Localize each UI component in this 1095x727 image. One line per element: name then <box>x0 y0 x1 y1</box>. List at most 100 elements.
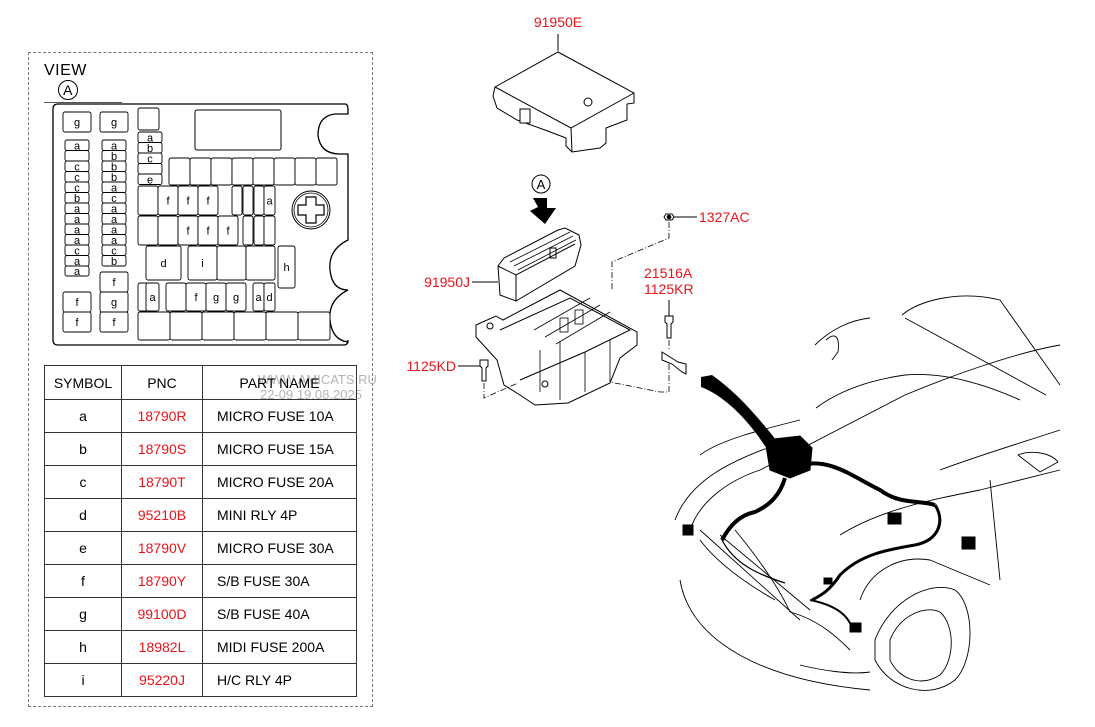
fuse-box-border <box>52 103 349 346</box>
fuse-slot-label: a <box>255 292 262 304</box>
legend-row: i 95220J H/C RLY 4P <box>44 663 357 697</box>
fuse-slot-label: g <box>111 117 117 129</box>
fuse-slot-label: d <box>160 258 166 270</box>
callout-bracket-a[interactable]: 21516A <box>644 265 693 281</box>
fuse-slot-large <box>62 311 92 333</box>
callout-bracket-b[interactable]: 1125KR <box>644 281 694 297</box>
cover-body <box>492 51 635 153</box>
fuse-slot <box>197 185 219 216</box>
fuse-slot-label: b <box>111 256 117 268</box>
fuse-slot-label: a <box>111 235 118 247</box>
fuse-slot-label: f <box>226 226 230 238</box>
fuse-slot <box>145 282 160 312</box>
fuse-slot-label: a <box>74 140 81 152</box>
legend-header-row: SYMBOL PNC PART NAME <box>44 365 357 400</box>
fuse-slot-label: h <box>283 262 289 274</box>
legend-pnc-link[interactable]: 18982L <box>121 630 203 664</box>
cover-latch <box>519 108 531 124</box>
view-a-pointer: A <box>530 174 556 224</box>
nut-dash-line <box>611 222 670 290</box>
fuse-slot-blank <box>297 311 331 341</box>
legend-part-name: MICRO FUSE 10A <box>202 399 357 433</box>
legend-symbol: b <box>44 432 122 466</box>
legend-part-name: MICRO FUSE 15A <box>202 432 357 466</box>
view-a-frame <box>28 52 373 707</box>
fuse-slot-label: d <box>266 292 272 304</box>
fuse-slot-label: f <box>75 317 79 329</box>
ground-terminal-icon <box>291 190 331 230</box>
fuse-slot-label: f <box>166 196 170 208</box>
bolt-1125kr <box>661 300 687 375</box>
fuse-slot-blank <box>231 185 243 216</box>
fuse-slot-label: f <box>206 196 210 208</box>
fuse-slot-label: a <box>74 256 81 268</box>
relay-slot <box>245 245 276 281</box>
fuse-slot-label: f <box>112 317 116 329</box>
fuse-slot <box>217 215 239 246</box>
fuse-slot-large <box>62 111 92 133</box>
fuse-slot <box>263 185 276 216</box>
fuse-slot-blank <box>242 185 254 216</box>
view-title: VIEW A <box>44 62 122 103</box>
callout-cover[interactable]: 91950E <box>534 14 582 30</box>
legend-symbol: i <box>44 663 122 697</box>
fuse-slot <box>263 282 276 312</box>
fuse-slot-label: b <box>111 161 117 173</box>
legend-pnc-link[interactable]: 95210B <box>121 498 203 532</box>
legend-row: b 18790S MICRO FUSE 15A <box>44 432 357 466</box>
vehicle-outline <box>674 295 1061 691</box>
fuse-slot-label: a <box>111 182 118 194</box>
legend-part-name: H/C RLY 4P <box>202 663 357 697</box>
micro-fuse-slot <box>137 173 163 185</box>
fuse-slot-label: a <box>111 203 118 215</box>
fuse-slot-label: c <box>111 245 117 257</box>
fuse-slot-blank <box>263 215 276 246</box>
callout-block[interactable]: 91950J <box>424 274 470 290</box>
fuse-slot-label: g <box>111 297 117 309</box>
legend-pnc-link[interactable]: 18790V <box>121 531 203 565</box>
down-arrow-icon <box>530 198 556 224</box>
fuse-slot-blank <box>315 157 338 186</box>
micro-fuse-slot <box>101 255 127 267</box>
legend-part-name: MIDI FUSE 200A <box>202 630 357 664</box>
fuse-slot-label: c <box>74 172 80 184</box>
fuse-slot-label: a <box>111 214 118 226</box>
fuse-slot-label: c <box>74 182 80 194</box>
fuse-slot-label: a <box>266 196 273 208</box>
legend-pnc-link[interactable]: 18790Y <box>121 564 203 598</box>
fuse-box-outline <box>52 103 349 346</box>
fuse-slot-label: b <box>147 143 153 155</box>
fuse-box-housing <box>475 289 638 406</box>
legend-pnc-link[interactable]: 99100D <box>121 597 203 631</box>
fuse-box-window <box>194 109 282 151</box>
legend-part-name: MICRO FUSE 30A <box>202 531 357 565</box>
callout-nut[interactable]: 1327AC <box>699 209 750 225</box>
fuse-slot-blank <box>137 107 160 131</box>
fuse-slot-label: f <box>112 277 116 289</box>
fuse-slot-label: f <box>186 196 190 208</box>
legend-row: c 18790T MICRO FUSE 20A <box>44 465 357 499</box>
callout-bolt[interactable]: 1125KD <box>406 358 456 374</box>
legend-row: a 18790R MICRO FUSE 10A <box>44 399 357 433</box>
fuse-slot-label: g <box>74 117 80 129</box>
fuse-slot-label: a <box>149 292 156 304</box>
legend-row: f 18790Y S/B FUSE 30A <box>44 564 357 598</box>
view-marker-circle: A <box>58 80 78 100</box>
fuse-box-cover <box>492 34 635 153</box>
wiring-harness <box>682 435 976 633</box>
fuse-slot-label: f <box>206 226 210 238</box>
view-title-text: VIEW <box>44 62 87 79</box>
fuse-slot-label: g <box>233 292 239 304</box>
fuse-slot-label: a <box>74 235 81 247</box>
fuse-slot-label: a <box>74 214 81 226</box>
bolt-1125kd <box>458 359 489 382</box>
legend-pnc-link[interactable]: 18790T <box>121 465 203 499</box>
relay-slot <box>145 245 182 281</box>
bolt-dash-line <box>483 382 519 399</box>
fuse-slot-label: a <box>74 266 81 278</box>
micro-fuse-slot <box>64 265 90 277</box>
legend-table: SYMBOL PNC PART NAME a 18790R MICRO FUSE… <box>44 365 357 697</box>
legend-pnc-link[interactable]: 18790S <box>121 432 203 466</box>
